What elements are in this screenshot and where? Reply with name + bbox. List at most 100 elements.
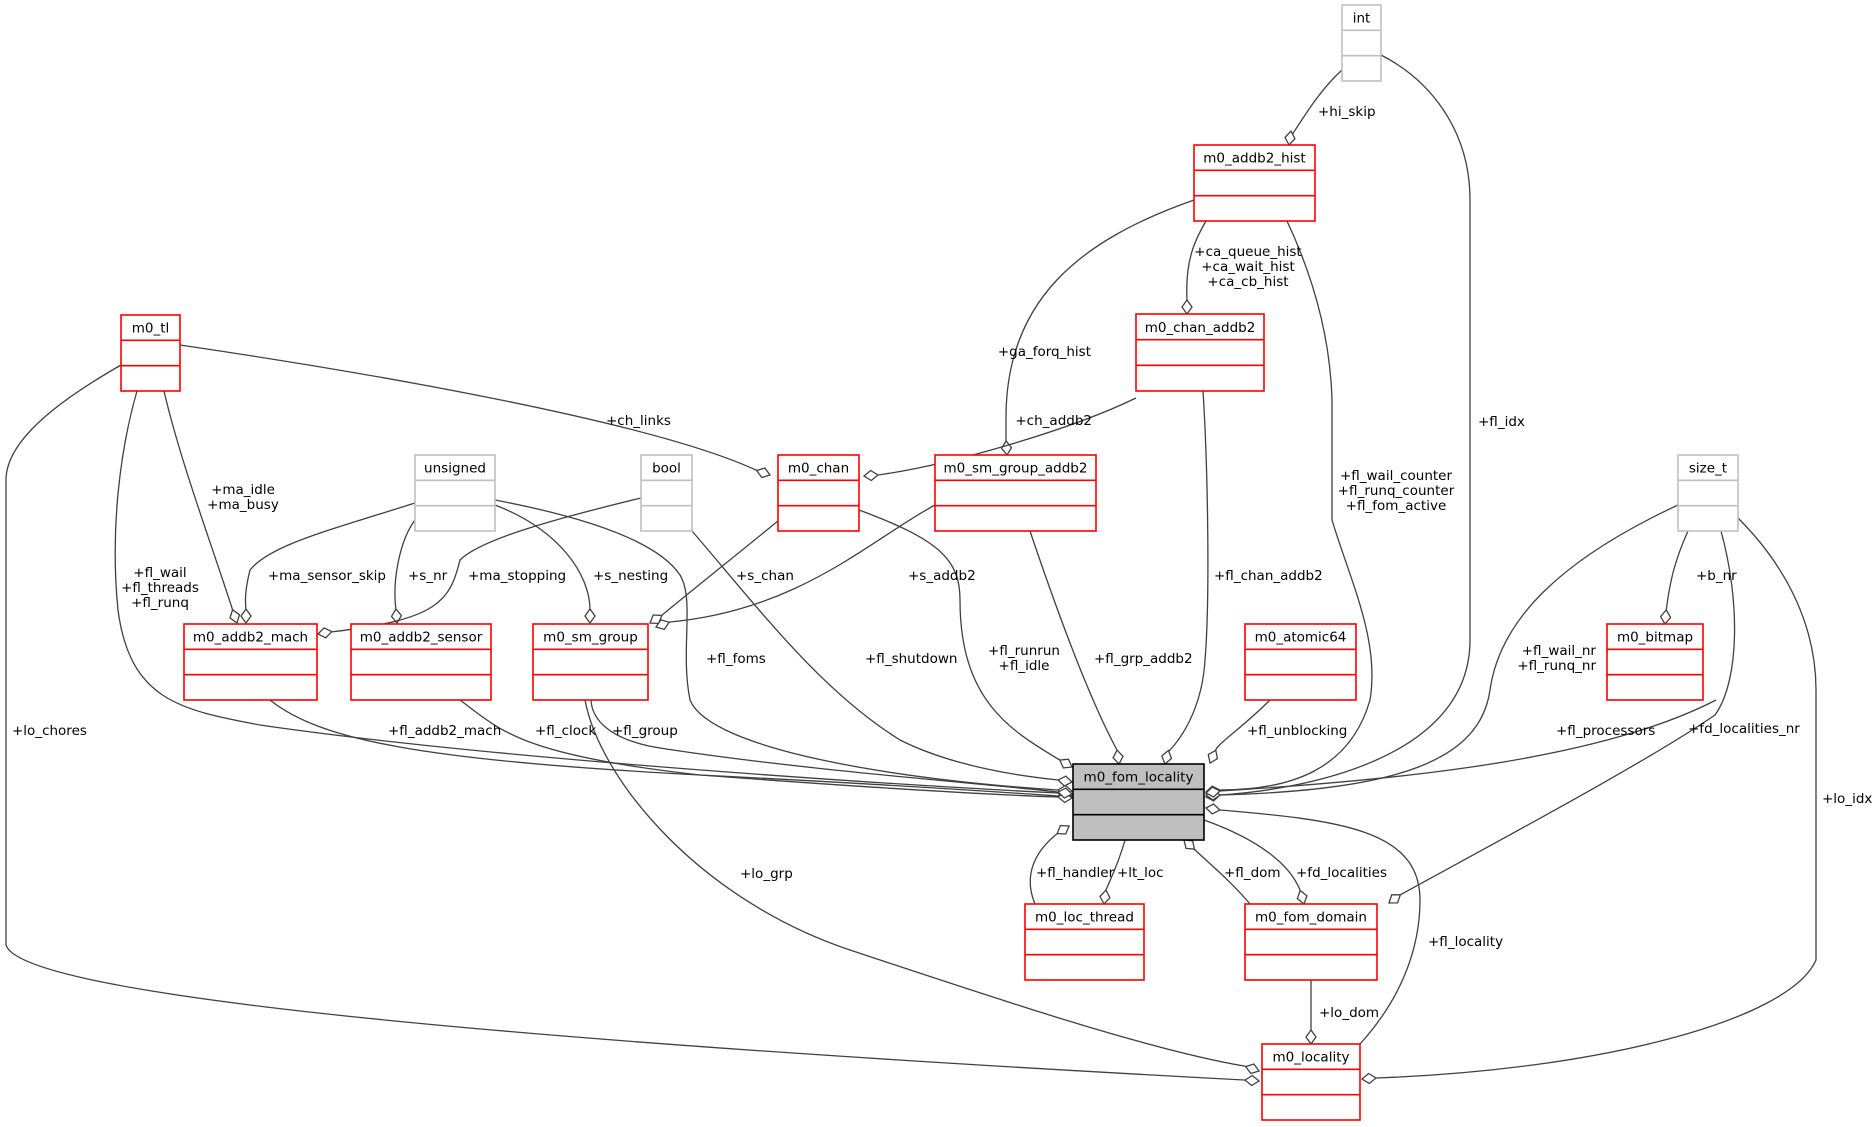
class-node-m0_chan[interactable]: m0_chan [777, 454, 860, 532]
class-node-m0_addb2_sensor[interactable]: m0_addb2_sensor [350, 623, 492, 701]
edge-line [858, 509, 1073, 768]
edge-m0_bitmap-to-m0_fom_locality [1204, 699, 1717, 798]
edge-line [494, 499, 1073, 792]
edge-label: +fl_unblocking [1247, 723, 1347, 739]
edge-line [649, 520, 779, 624]
class-box [1024, 903, 1145, 981]
edge-label: +fd_localities [1296, 865, 1387, 881]
edge-member-name: +ma_idle [211, 482, 275, 498]
edge-line [179, 344, 771, 476]
class-node-m0_locality[interactable]: m0_locality [1261, 1043, 1361, 1121]
edge-m0_sm_group_addb2-to-m0_fom_locality [1029, 530, 1124, 766]
edge-label: +fl_wail+fl_threads+fl_runq [121, 565, 199, 611]
class-node-m0_atomic64[interactable]: m0_atomic64 [1244, 623, 1357, 701]
class-node-m0_addb2_mach[interactable]: m0_addb2_mach [183, 623, 318, 701]
class-name: m0_addb2_hist [1203, 151, 1305, 167]
class-box [1244, 903, 1378, 981]
edge-line [1205, 807, 1421, 1045]
edge-m0_chan-to-m0_fom_locality [858, 509, 1073, 769]
aggregation-diamond-icon [1099, 888, 1111, 906]
edge-line [1361, 517, 1817, 1080]
edge-m0_sm_group-to-m0_fom_locality [590, 699, 1074, 799]
aggregation-diamond-icon [1659, 608, 1672, 626]
class-box [350, 623, 492, 701]
edge-member-name: +ca_queue_hist [1194, 244, 1301, 260]
edge-line [494, 504, 591, 623]
class-node-m0_bitmap[interactable]: m0_bitmap [1606, 623, 1704, 701]
class-node-bool[interactable]: bool [640, 454, 693, 532]
edge-label: +lo_idx [1822, 791, 1872, 807]
edge-label: +ga_forq_hist [998, 344, 1091, 360]
edge-member-name: +fl_wail_counter [1340, 468, 1453, 484]
edge-size_t-to-m0_locality [1360, 517, 1817, 1085]
edge-member-name: +fl_runq_counter [1338, 483, 1455, 499]
edge-line [163, 390, 238, 624]
class-name: m0_loc_thread [1035, 910, 1134, 926]
edge-line [1029, 530, 1120, 765]
edge-line [1164, 390, 1209, 765]
edge-line [1029, 825, 1070, 905]
edge-unsigned-to-m0_addb2_mach [240, 502, 416, 625]
edge-label: +lo_grp [740, 866, 793, 882]
edge-member-name: +ma_stopping [468, 568, 566, 584]
edge-size_t-to-m0_bitmap [1659, 530, 1689, 626]
edge-m0_fom_domain-to-m0_locality [1305, 980, 1317, 1046]
class-node-m0_loc_thread[interactable]: m0_loc_thread [1024, 903, 1145, 981]
edge-line [1186, 220, 1207, 314]
aggregation-diamond-icon [862, 469, 880, 482]
edge-label: +fl_group [612, 723, 678, 739]
edge-m0_loc_thread-to-m0_fom_locality [1029, 824, 1070, 905]
edge-member-name: +ma_sensor_skip [268, 568, 386, 584]
aggregation-diamond-icon [1207, 749, 1219, 765]
edge-line [269, 699, 1073, 798]
edge-label: +b_nr [1696, 568, 1737, 584]
edge-member-name: +fl_threads [121, 580, 199, 596]
aggregation-diamond-icon [1112, 748, 1124, 766]
class-name: m0_chan_addb2 [1145, 320, 1256, 336]
class-node-m0_sm_group_addb2[interactable]: m0_sm_group_addb2 [934, 454, 1097, 532]
edge-label: +fl_addb2_mach [388, 723, 501, 739]
edge-label: +ma_idle+ma_busy [207, 482, 279, 513]
class-node-m0_tl[interactable]: m0_tl [120, 314, 181, 392]
edge-line [1664, 530, 1689, 625]
edge-member-name: +fl_group [612, 723, 678, 739]
edge-member-name: +fl_chan_addb2 [1214, 568, 1323, 584]
edge-m0_locality-to-m0_fom_locality [1204, 803, 1421, 1045]
edge-member-name: +ca_wait_hist [1201, 259, 1295, 275]
class-node-size_t[interactable]: size_t [1677, 454, 1739, 532]
edge-unsigned-to-m0_sm_group [494, 504, 596, 625]
class-node-m0_addb2_hist[interactable]: m0_addb2_hist [1193, 144, 1316, 222]
edge-label: +fd_localities_nr [1688, 721, 1800, 737]
class-name: m0_fom_locality [1084, 770, 1194, 786]
edge-member-name: +ca_cb_hist [1207, 274, 1288, 290]
aggregation-diamond-icon [755, 467, 772, 479]
class-node-m0_fom_locality[interactable]: m0_fom_locality [1072, 763, 1205, 841]
edge-label: +fl_shutdown [865, 651, 957, 667]
edge-label: +fl_foms [706, 651, 766, 667]
class-name: m0_locality [1273, 1050, 1350, 1066]
class-node-unsigned[interactable]: unsigned [414, 454, 496, 532]
edge-member-name: +fl_runrun [988, 643, 1060, 659]
aggregation-diamond-icon [1056, 775, 1074, 787]
class-box [414, 454, 496, 532]
aggregation-diamond-icon [1388, 894, 1402, 904]
edge-m0_addb2_mach-to-m0_fom_locality [269, 699, 1074, 803]
aggregation-diamond-icon [316, 627, 333, 639]
class-node-m0_fom_domain[interactable]: m0_fom_domain [1244, 903, 1378, 981]
edge-member-name: +fl_fom_active [1346, 498, 1447, 514]
edge-m0_chan-to-m0_sm_group [649, 520, 779, 625]
class-box [1677, 454, 1739, 532]
edge-bool-to-m0_fom_locality [691, 530, 1074, 787]
edge-line [1388, 530, 1736, 904]
edge-member-name: +fd_localities_nr [1688, 721, 1800, 737]
class-node-m0_chan_addb2[interactable]: m0_chan_addb2 [1135, 313, 1265, 392]
edge-label: +hi_skip [1318, 104, 1376, 120]
edge-line [114, 390, 1073, 796]
class-node-m0_sm_group[interactable]: m0_sm_group [532, 623, 649, 701]
edge-line [459, 699, 1073, 799]
edge-label: +ch_links [606, 413, 671, 429]
edge-line [590, 699, 1073, 795]
class-node-int[interactable]: int [1341, 4, 1382, 82]
aggregation-diamond-icon [1056, 787, 1074, 799]
